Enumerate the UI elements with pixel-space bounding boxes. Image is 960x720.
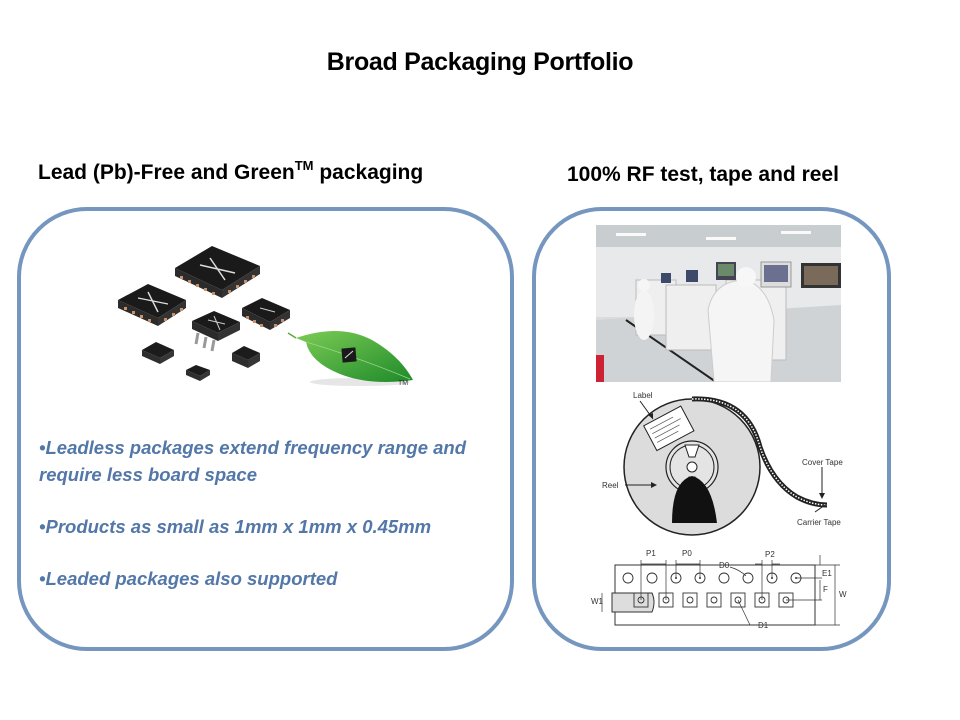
chip-qfn-small-right: [242, 298, 290, 330]
bullet-leadless: •Leadless packages extend frequency rang…: [39, 437, 467, 485]
dim-label-p0: P0: [682, 549, 692, 558]
reel-label-reel: Reel: [602, 481, 619, 490]
reel-label-carrier-tape: Carrier Tape: [797, 518, 841, 527]
dim-label-w1: W1: [591, 597, 604, 606]
chip-qfn-large: [175, 246, 260, 298]
green-leaf-icon: [287, 330, 413, 386]
chip-qfn-medium: [118, 284, 186, 326]
dim-label-e1: E1: [822, 569, 832, 578]
rf-test-cleanroom-photo: [596, 225, 841, 382]
dim-label-d0: D0: [719, 561, 730, 570]
chip-small-2: [232, 346, 260, 368]
left-heading-suffix: packaging: [319, 161, 424, 184]
tape-reel-diagram: Label Reel Cover Tape Carrier Tape: [602, 391, 843, 536]
slide-title: Broad Packaging Portfolio: [326, 48, 634, 76]
trademark-mark: TM: [398, 380, 409, 387]
reel-label-cover-tape: Cover Tape: [802, 458, 843, 467]
right-section-heading: 100% RF test, tape and reel: [567, 163, 839, 186]
chip-sot: [192, 311, 240, 352]
carrier-tape-dimension-diagram: P1 P0 D0 P2 E1 F W W1 D1: [591, 549, 847, 630]
dim-label-p1: P1: [646, 549, 656, 558]
left-panel: [17, 207, 514, 651]
chip-small-3: [186, 365, 210, 381]
left-section-heading: Lead (Pb)-Free and GreenTM packaging: [38, 158, 423, 185]
feature-bullet-list: •Leadless packages extend frequency rang…: [39, 434, 509, 617]
bullet-small-size: •Products as small as 1mm x 1mm x 0.45mm: [39, 516, 432, 537]
dim-label-f: F: [823, 585, 828, 594]
chip-small-1: [142, 342, 174, 364]
left-heading-text: Lead (Pb)-Free and Green: [38, 161, 295, 184]
packages-image: [118, 246, 413, 386]
dim-label-d1: D1: [758, 621, 769, 630]
dim-label-w: W: [839, 590, 847, 599]
reel-label-label: Label: [633, 391, 653, 400]
dim-label-p2: P2: [765, 550, 775, 559]
bullet-leaded: •Leaded packages also supported: [39, 568, 338, 589]
trademark-superscript: TM: [294, 158, 314, 173]
